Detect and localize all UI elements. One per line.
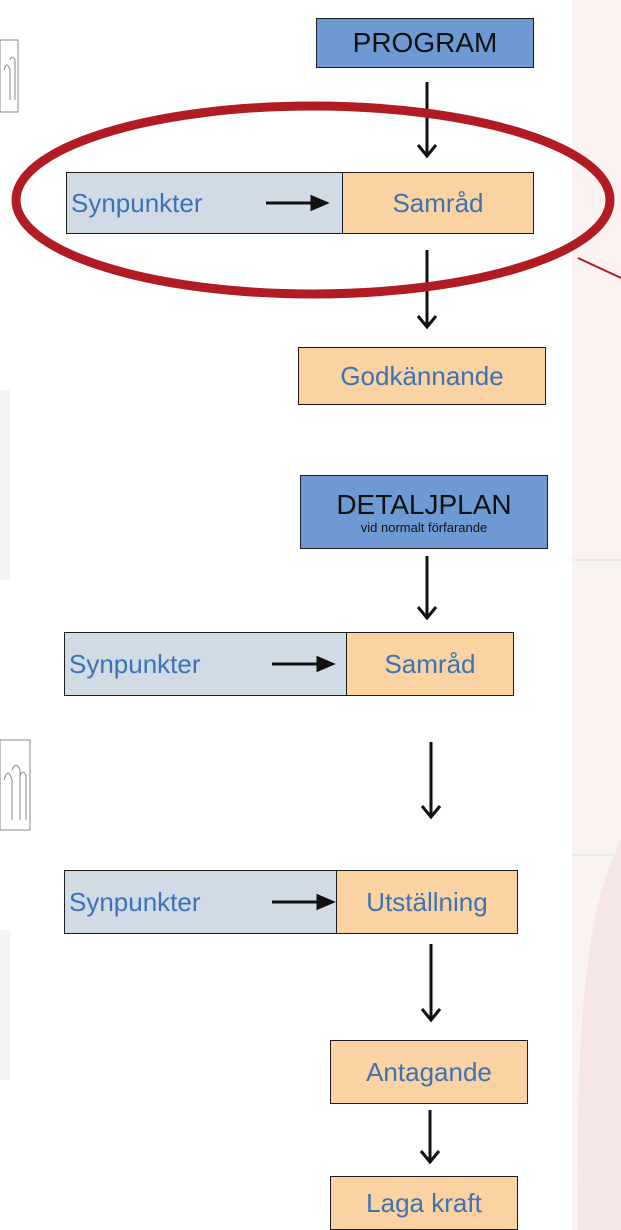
program-synpunkter-box: Synpunkter <box>66 172 342 234</box>
detaljplan-header-sublabel: vid normalt förfarande <box>360 519 488 535</box>
program-godkannande-box: Godkännande <box>298 347 546 405</box>
sketch-image-bottom <box>0 739 31 831</box>
program-samrad-label: Samråd <box>392 187 484 218</box>
detaljplan-synpunkter-label-1: Synpunkter <box>69 648 201 679</box>
detaljplan-antagande-box: Antagande <box>330 1040 528 1104</box>
program-header-label: PROGRAM <box>352 27 498 58</box>
detaljplan-laga-kraft-box: Laga kraft <box>330 1176 518 1230</box>
program-synpunkter-label: Synpunkter <box>71 187 203 218</box>
detaljplan-utstallning-box: Utställning <box>336 870 518 934</box>
faint-panel-left-2 <box>0 930 10 1080</box>
detaljplan-samrad-box: Samråd <box>346 632 514 696</box>
detaljplan-utstallning-label: Utställning <box>366 886 488 917</box>
background-right-curve <box>577 840 621 1230</box>
detaljplan-header: DETALJPLAN vid normalt förfarande <box>300 475 548 549</box>
faint-panel-left-1 <box>0 390 10 580</box>
program-godkannande-label: Godkännande <box>340 360 504 391</box>
detaljplan-laga-kraft-label: Laga kraft <box>366 1187 482 1218</box>
sketch-image-top <box>0 39 19 113</box>
detaljplan-header-label: DETALJPLAN <box>336 488 512 520</box>
detaljplan-synpunkter-box-2: Synpunkter <box>64 870 336 934</box>
program-header: PROGRAM <box>316 18 534 68</box>
detaljplan-antagande-label: Antagande <box>366 1056 492 1087</box>
detaljplan-synpunkter-box-1: Synpunkter <box>64 632 346 696</box>
detaljplan-samrad-label: Samråd <box>384 648 476 679</box>
program-samrad-box: Samråd <box>342 172 534 234</box>
detaljplan-synpunkter-label-2: Synpunkter <box>69 886 201 917</box>
